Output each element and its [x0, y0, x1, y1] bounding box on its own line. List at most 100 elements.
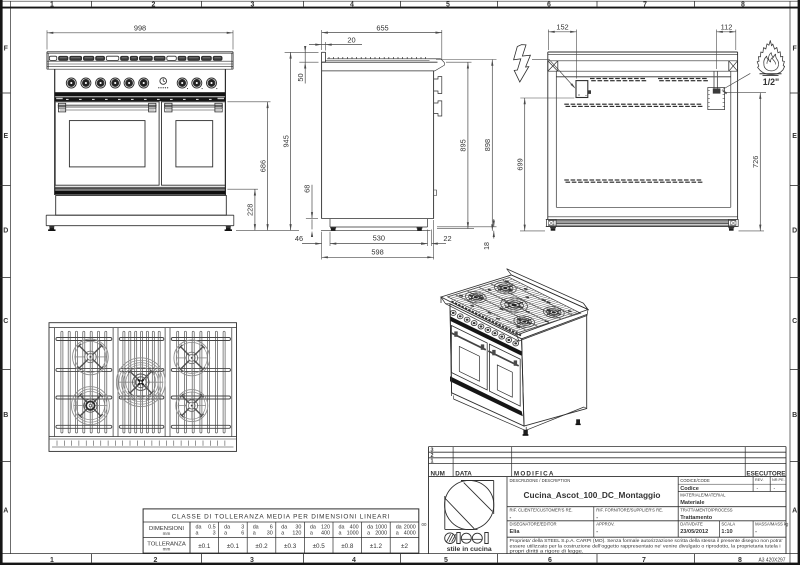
- svg-text:a: a: [196, 531, 199, 537]
- svg-text:20: 20: [347, 35, 355, 44]
- svg-text:7: 7: [642, 557, 646, 564]
- svg-text:DATA/DATE: DATA/DATE: [680, 521, 703, 526]
- svg-text:a: a: [281, 531, 284, 537]
- svg-text:655: 655: [376, 23, 388, 32]
- svg-text:da: da: [396, 525, 402, 531]
- svg-text:stile in cucina: stile in cucina: [447, 546, 492, 553]
- svg-text:-: -: [510, 515, 512, 521]
- svg-text:1000: 1000: [347, 531, 359, 537]
- svg-text:6: 6: [270, 525, 273, 531]
- svg-text:400: 400: [321, 531, 330, 537]
- svg-text:REV.: REV.: [755, 478, 764, 482]
- svg-text:4: 4: [350, 1, 354, 8]
- svg-text:23/05/2012: 23/05/2012: [680, 529, 708, 535]
- svg-text:Elia: Elia: [510, 529, 521, 535]
- svg-text:RIF. CLIENTE/CUSTOMER'S RE.: RIF. CLIENTE/CUSTOMER'S RE.: [510, 507, 573, 512]
- svg-text:22: 22: [443, 234, 451, 243]
- svg-text:a: a: [253, 531, 256, 537]
- svg-text:da: da: [310, 525, 316, 531]
- svg-text:0.5: 0.5: [208, 525, 216, 531]
- svg-text:2: 2: [154, 557, 158, 564]
- svg-text:3: 3: [250, 557, 254, 564]
- svg-text:8: 8: [738, 557, 742, 564]
- svg-text:120: 120: [321, 525, 330, 531]
- svg-text:1: 1: [50, 557, 54, 564]
- svg-text:120: 120: [292, 531, 301, 537]
- svg-text:E: E: [792, 133, 797, 140]
- svg-text:3: 3: [241, 525, 244, 531]
- svg-text:895: 895: [459, 139, 468, 151]
- svg-text:1: 1: [50, 1, 54, 8]
- svg-text:598: 598: [371, 247, 383, 256]
- svg-text:da: da: [367, 525, 373, 531]
- svg-text:A: A: [3, 508, 8, 515]
- svg-text:DATA: DATA: [455, 470, 472, 477]
- svg-text:5: 5: [444, 557, 448, 564]
- svg-text:NUM: NUM: [431, 470, 445, 477]
- svg-text:C: C: [3, 318, 8, 325]
- svg-text:DESCRIZIONE / DESCRIPTION: DESCRIZIONE / DESCRIPTION: [510, 478, 571, 483]
- svg-text:±0.1: ±0.1: [198, 543, 211, 550]
- svg-text:112: 112: [721, 23, 733, 32]
- svg-text:Cucina_Ascot_100_DC_Montaggio: Cucina_Ascot_100_DC_Montaggio: [524, 490, 661, 500]
- svg-text:F: F: [4, 46, 9, 53]
- svg-text:a: a: [224, 531, 227, 537]
- svg-text:CODICE/CODE: CODICE/CODE: [680, 478, 710, 483]
- svg-text:726: 726: [751, 156, 760, 168]
- svg-text:B: B: [3, 412, 8, 419]
- svg-text:±0.2: ±0.2: [255, 543, 268, 550]
- svg-text:945: 945: [281, 135, 290, 147]
- svg-text:898: 898: [483, 139, 492, 151]
- svg-text:-: -: [596, 515, 598, 521]
- svg-text:a: a: [396, 531, 399, 537]
- svg-text:SCALA: SCALA: [721, 521, 735, 526]
- svg-text:a: a: [310, 531, 313, 537]
- svg-text:mm: mm: [163, 547, 171, 552]
- svg-text:00: 00: [422, 522, 427, 527]
- svg-text:-: -: [755, 529, 757, 535]
- svg-text:a: a: [339, 531, 342, 537]
- svg-text:8: 8: [741, 1, 745, 8]
- svg-text:699: 699: [516, 158, 525, 170]
- svg-text:6: 6: [547, 1, 551, 8]
- svg-text:6: 6: [548, 557, 552, 564]
- svg-text:Trattamento: Trattamento: [680, 515, 713, 521]
- svg-text:±2: ±2: [401, 543, 408, 550]
- svg-text:Materiale: Materiale: [680, 500, 704, 506]
- svg-text:MASSA/MASS kg: MASSA/MASS kg: [755, 521, 789, 526]
- svg-text:50: 50: [296, 73, 305, 81]
- svg-text:5: 5: [446, 1, 450, 8]
- svg-text:da: da: [339, 525, 345, 531]
- svg-text:686: 686: [258, 160, 267, 172]
- svg-text:a: a: [367, 531, 370, 537]
- svg-text:4000: 4000: [404, 531, 416, 537]
- svg-text:7: 7: [643, 1, 647, 8]
- svg-text:TRATTAMENTO/PROCESS: TRATTAMENTO/PROCESS: [680, 507, 733, 512]
- svg-text:530: 530: [373, 234, 385, 243]
- svg-text:Codice: Codice: [680, 486, 699, 492]
- svg-text:±0.5: ±0.5: [313, 543, 326, 550]
- svg-text:2000: 2000: [375, 531, 387, 537]
- svg-text:1000: 1000: [375, 525, 387, 531]
- svg-text:E: E: [3, 133, 8, 140]
- svg-text:±1.2: ±1.2: [370, 543, 383, 550]
- svg-text:400: 400: [350, 525, 359, 531]
- svg-text:±0.8: ±0.8: [341, 543, 354, 550]
- svg-text:1:10: 1:10: [721, 529, 732, 535]
- svg-text:998: 998: [134, 24, 146, 33]
- svg-text:A3 420X297: A3 420X297: [759, 558, 786, 564]
- svg-text:DISEGNATORE/EDITOR: DISEGNATORE/EDITOR: [510, 521, 557, 526]
- svg-text:B: B: [792, 412, 797, 419]
- svg-text:ESECUTORE: ESECUTORE: [746, 470, 785, 477]
- svg-text:A: A: [792, 508, 797, 515]
- svg-text:3: 3: [251, 1, 255, 8]
- svg-text:da: da: [196, 525, 202, 531]
- svg-text:da: da: [253, 525, 259, 531]
- svg-text:4: 4: [352, 557, 356, 564]
- svg-text:±0.1: ±0.1: [227, 543, 240, 550]
- svg-text:18: 18: [484, 242, 491, 250]
- svg-text:2: 2: [152, 1, 156, 8]
- svg-text:CLASSE DI TOLLERANZA MEDIA PER: CLASSE DI TOLLERANZA MEDIA PER DIMENSION…: [172, 513, 391, 520]
- svg-text:D: D: [792, 228, 797, 235]
- svg-text:1/2": 1/2": [763, 77, 779, 87]
